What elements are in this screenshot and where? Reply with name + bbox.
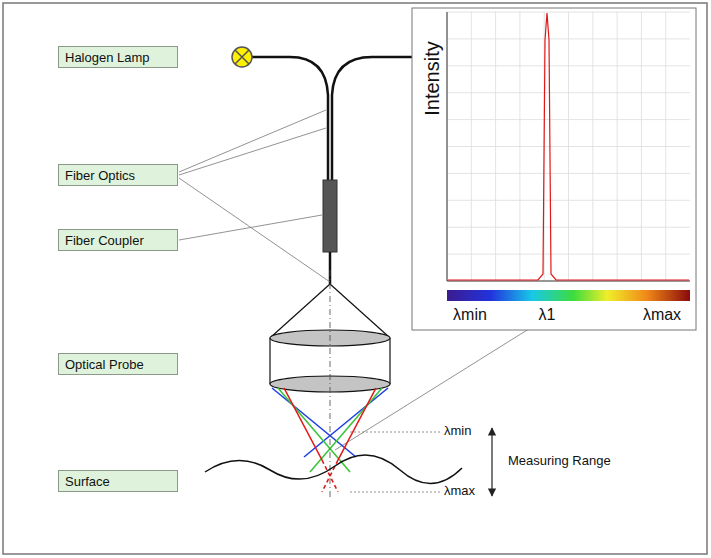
spectrum-panel [412,8,696,330]
fiber [332,57,412,182]
range-label: Measuring Range [508,453,611,468]
range-arrow [491,428,492,496]
wavelength-label: λmin [453,306,487,324]
spectrum-bar [447,290,690,301]
fiber-coupler [323,180,337,252]
wavelength-label: λ1 [539,306,556,324]
optical-axis [330,270,331,500]
fiber-label: Fiber Optics [58,164,178,186]
label-text: Fiber Optics [65,168,135,183]
lamp-symbol [235,50,249,64]
probe-label: Optical Probe [58,353,178,375]
lamp-label: Halogen Lamp [58,46,178,68]
surface-label: Surface [58,470,178,492]
focus-label: λmin [444,423,471,438]
label-text: Halogen Lamp [65,50,150,65]
label-text: Surface [65,474,110,489]
frame [3,3,707,554]
beam-cone [330,284,389,337]
label-text: Fiber Coupler [65,233,144,248]
lamp-symbol [232,47,252,67]
surface-profile [205,455,462,484]
leader-line [350,432,440,433]
beam-cone [271,284,330,337]
probe-body [389,338,390,384]
focus-label: λmax [444,483,475,498]
wavelength-label: λmax [643,306,681,324]
chart-axes [447,12,690,281]
chart-grid [447,12,690,281]
label-text: Optical Probe [65,357,144,372]
coupler-label: Fiber Coupler [58,229,178,251]
intensity-peak [448,13,689,280]
axis-title: Intensity [420,41,443,115]
probe-body [269,338,270,384]
fiber [252,57,328,182]
leader-line [350,492,440,493]
